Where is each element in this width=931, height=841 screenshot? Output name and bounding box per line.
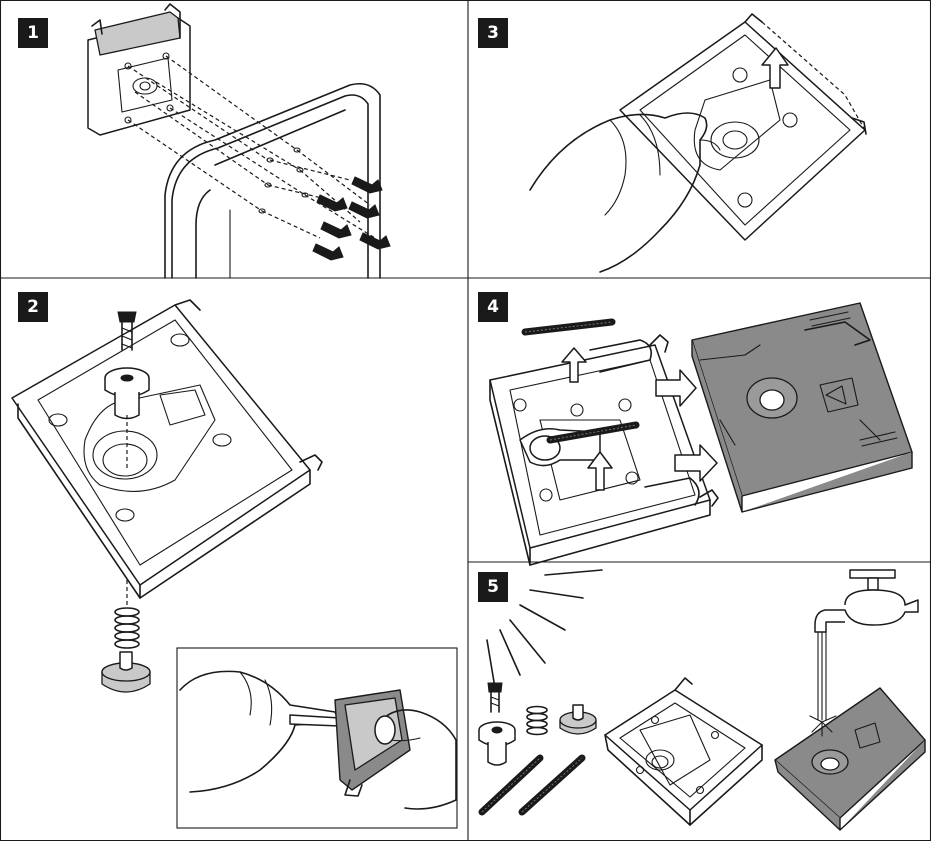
step-1-badge: 1	[18, 18, 48, 48]
step-4-badge: 4	[478, 292, 508, 322]
step-2-badge: 2	[18, 292, 48, 322]
step-5-badge: 5	[478, 572, 508, 602]
step-3-badge: 3	[478, 18, 508, 48]
